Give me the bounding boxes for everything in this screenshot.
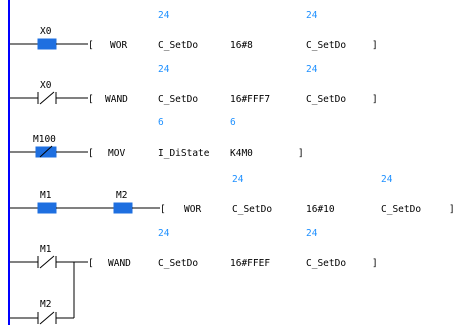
operand-value: 6 [158,117,164,128]
operand[interactable]: C_SetDo [306,94,346,105]
contact-label: M1 [40,190,52,201]
contact-label: M2 [116,190,127,201]
operand[interactable]: C_SetDo [306,258,346,269]
rung-3[interactable]: M100 [ MOV 6 I_DiState 6 K4M0 ] [10,117,304,159]
contact-m2-nc-icon[interactable] [37,311,57,325]
operand-value: 24 [306,10,318,21]
instruction-op[interactable]: WOR [184,204,201,215]
operand[interactable]: 16#10 [306,204,335,215]
operand-value: 6 [230,117,236,128]
operand[interactable]: 16#FFEF [230,258,270,269]
contact-label: M2 [40,299,51,310]
contact-x0-no-icon[interactable] [37,38,57,50]
rung-1[interactable]: X0 [ WOR 24 C_SetDo 16#8 24 C_SetDo ] [10,10,378,51]
operand[interactable]: I_DiState [158,148,210,159]
open-bracket: [ [160,204,166,215]
operand-value: 24 [381,174,393,185]
contact-m1-nc-icon[interactable] [37,255,57,269]
instruction-op[interactable]: WOR [110,40,127,51]
instruction-op[interactable]: WAND [105,94,128,105]
open-bracket: [ [88,94,94,105]
operand-value: 24 [158,10,170,21]
operand[interactable]: C_SetDo [306,40,346,51]
operand[interactable]: K4M0 [230,148,253,159]
operand-value: 24 [232,174,244,185]
contact-x0-nc-icon[interactable] [37,91,57,105]
open-bracket: [ [88,148,94,159]
operand[interactable]: C_SetDo [381,204,421,215]
close-bracket: ] [372,94,378,105]
rung-5[interactable]: M1 [ WAND 24 C_SetDo 16#FFEF 24 C_SetDo … [10,228,378,325]
contact-m100-nc-icon[interactable] [35,145,57,158]
contact-m1-no-icon[interactable] [37,202,57,214]
rung-2[interactable]: X0 [ WAND 24 C_SetDo 16#FFF7 24 C_SetDo … [10,64,378,105]
close-bracket: ] [372,40,378,51]
operand[interactable]: C_SetDo [158,40,198,51]
rung-4[interactable]: M1 M2 [ WOR 24 C_SetDo 16#10 24 C_SetDo … [10,174,455,215]
contact-label: M1 [40,244,52,255]
contact-m2-no-icon[interactable] [113,202,133,214]
operand-value: 24 [158,64,170,75]
operand[interactable]: C_SetDo [232,204,272,215]
open-bracket: [ [88,258,94,269]
operand-value: 24 [306,64,318,75]
close-bracket: ] [449,204,455,215]
operand[interactable]: 16#8 [230,40,253,51]
operand[interactable]: C_SetDo [158,258,198,269]
contact-label: X0 [40,80,52,91]
instruction-op[interactable]: MOV [108,148,125,159]
instruction-op[interactable]: WAND [108,258,131,269]
operand-value: 24 [158,228,170,239]
open-bracket: [ [88,40,94,51]
operand[interactable]: C_SetDo [158,94,198,105]
close-bracket: ] [298,148,304,159]
close-bracket: ] [372,258,378,269]
contact-label: M100 [33,134,56,145]
operand-value: 24 [306,228,318,239]
operand[interactable]: 16#FFF7 [230,94,270,105]
contact-label: X0 [40,26,52,37]
